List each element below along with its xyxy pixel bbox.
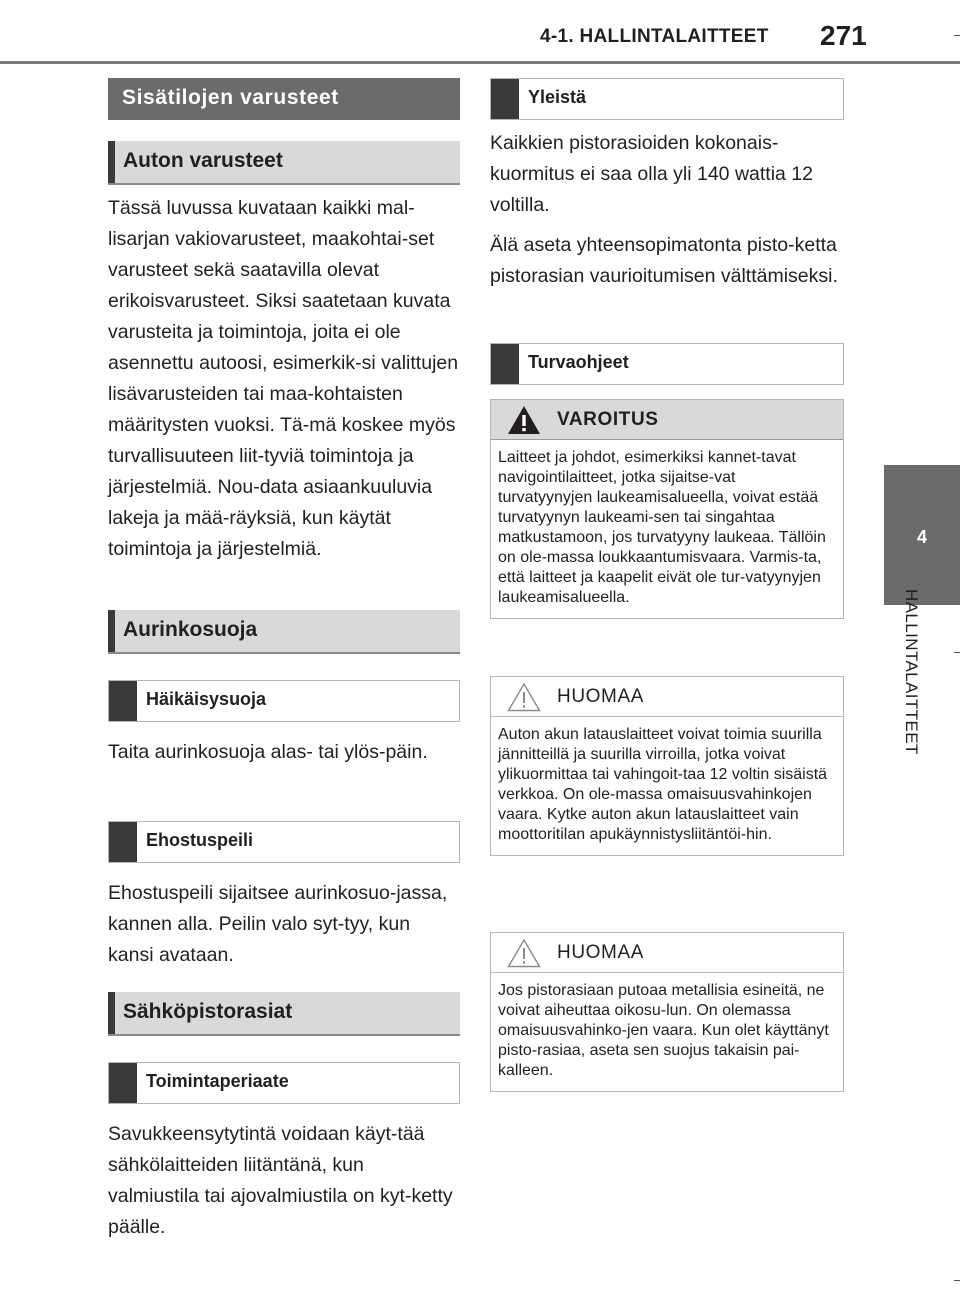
body-paragraph: Tässä luvussa kuvataan kaikki mal-lisarj…	[108, 197, 459, 560]
subsection-heading: Häikäisysuoja	[108, 680, 460, 722]
notice-box: HUOMAA Auton akun latauslaitteet voivat …	[490, 676, 844, 856]
subsection-safety-instructions: Turvaohjeet	[490, 343, 844, 385]
main-section-heading: Sisätilojen varusteet	[108, 78, 460, 120]
subsection-heading: Toimintaperiaate	[108, 1062, 460, 1104]
subsection-heading: Yleistä	[490, 78, 844, 120]
chapter-tab-label: HALLINTALAITTEET	[902, 589, 921, 755]
running-header: 4-1. HALLINTALAITTEET	[540, 26, 769, 47]
caution-triangle-icon	[507, 682, 541, 711]
notice-box-header: HUOMAA	[491, 677, 843, 717]
header-rule	[0, 61, 960, 64]
caution-triangle-icon	[507, 938, 541, 967]
chapter-tab: 4	[884, 465, 960, 605]
notice-box-title: HUOMAA	[557, 685, 644, 707]
section-interior-equipment: Sisätilojen varusteet	[108, 78, 460, 120]
body-paragraph: Taita aurinkosuoja alas- tai ylös-päin.	[108, 741, 428, 763]
body-paragraph: Kaikkien pistorasioiden kokonais-kuormit…	[490, 132, 813, 216]
section-power-outlets: Sähköpistorasiat	[108, 992, 460, 1036]
notice-box-title: HUOMAA	[557, 941, 644, 963]
subsection-heading-bar	[491, 344, 519, 384]
subsection-heading-bar	[109, 1063, 137, 1103]
notice-box: HUOMAA Jos pistorasiaan putoaa metallisi…	[490, 932, 844, 1092]
subsection-general: Yleistä Kaikkien pistorasioiden kokonais…	[490, 78, 844, 292]
section-heading: Auton varusteet	[108, 141, 460, 185]
warning-triangle-icon	[508, 405, 540, 434]
subsection-heading-bar	[491, 79, 519, 119]
section-heading: Sähköpistorasiat	[108, 992, 460, 1036]
subsection-heading: Turvaohjeet	[490, 343, 844, 385]
notice-box-header: HUOMAA	[491, 933, 843, 973]
subsection-glare-visor: Häikäisysuoja Taita aurinkosuoja alas- t…	[108, 680, 460, 768]
body-paragraph: Ehostuspeili sijaitsee aurinkosuo-jassa,…	[108, 882, 448, 966]
subsection-heading-bar	[109, 822, 137, 862]
warning-box: VAROITUS Laitteet ja johdot, esimerkiksi…	[490, 399, 844, 619]
section-car-equipment: Auton varusteet Tässä luvussa kuvataan k…	[108, 141, 460, 565]
edge-tick	[954, 1280, 960, 1281]
page-number: 271	[820, 20, 867, 51]
body-paragraph: Savukkeensytytintä voidaan käyt-tää sähk…	[108, 1123, 453, 1238]
subsection-heading: Ehostuspeili	[108, 821, 460, 863]
subsection-vanity-mirror: Ehostuspeili Ehostuspeili sijaitsee auri…	[108, 821, 460, 971]
subsection-heading-text: Toimintaperiaate	[146, 1071, 289, 1091]
warning-box-header: VAROITUS	[491, 400, 843, 440]
edge-tick	[954, 652, 960, 653]
section-sun-visor: Aurinkosuoja	[108, 610, 460, 654]
warning-box-title: VAROITUS	[557, 408, 659, 430]
notice-box-text: Jos pistorasiaan putoaa metallisia esine…	[498, 982, 829, 1079]
subsection-heading-text: Ehostuspeili	[146, 830, 254, 850]
subsection-heading-text: Turvaohjeet	[528, 352, 629, 372]
warning-box-text: Laitteet ja johdot, esimerkiksi kannet-t…	[498, 449, 826, 606]
body-paragraph: Älä aseta yhteensopimatonta pisto-ketta …	[490, 234, 838, 287]
subsection-heading-text: Yleistä	[528, 87, 587, 107]
notice-box-text: Auton akun latauslaitteet voivat toimia …	[498, 726, 828, 843]
subsection-operating-principle: Toimintaperiaate Savukkeensytytintä void…	[108, 1062, 460, 1243]
subsection-heading-text: Häikäisysuoja	[146, 689, 267, 709]
edge-tick	[954, 35, 960, 36]
subsection-heading-bar	[109, 681, 137, 721]
section-heading: Aurinkosuoja	[108, 610, 460, 654]
